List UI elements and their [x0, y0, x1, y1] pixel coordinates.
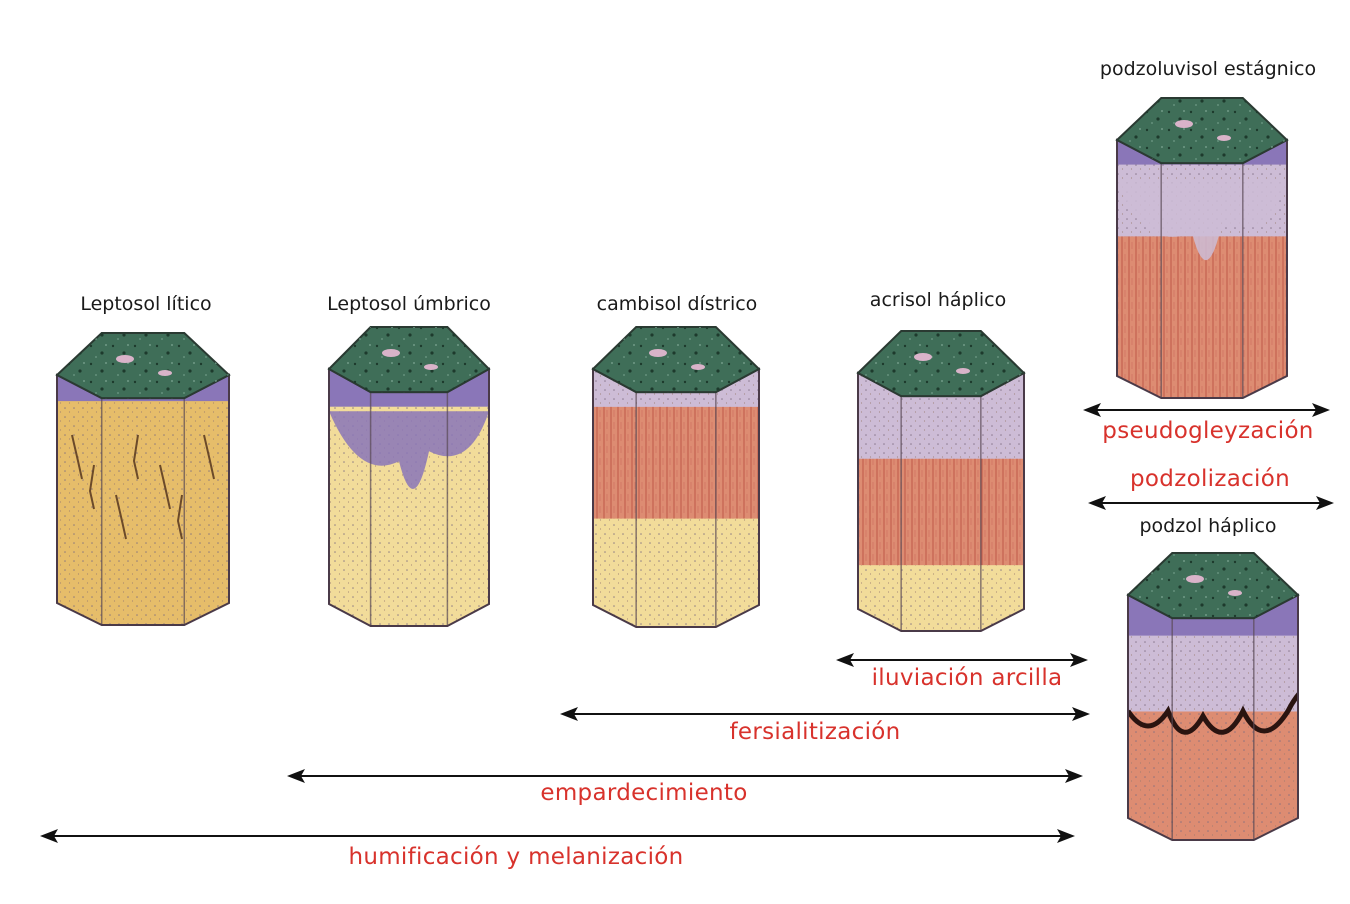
process-label-empardecimiento: empardecimiento — [540, 780, 748, 806]
soil-prism-leptosol-litico — [55, 332, 231, 626]
arrow-fersialitizacion — [560, 707, 1090, 721]
arrow-pseudogleyzacion — [1083, 403, 1330, 417]
soil-label-leptosol-umbrico: Leptosol úmbrico — [327, 293, 491, 315]
arrow-humificacion — [40, 829, 1075, 843]
process-label-podzolizacion: podzolización — [1130, 466, 1290, 492]
soil-prism-acrisol-haplico — [856, 330, 1026, 632]
arrow-iluviacion-arcilla — [836, 653, 1088, 667]
process-label-pseudogleyzacion: pseudogleyzación — [1102, 418, 1314, 444]
soil-label-podzoluvisol-estagnico: podzoluvisol estágnico — [1099, 58, 1317, 80]
soil-prism-podzol-haplico — [1126, 552, 1300, 841]
process-label-humificacion: humificación y melanización — [348, 844, 684, 870]
soil-prism-podzoluvisol-estagnico — [1115, 97, 1289, 399]
soil-prisms — [55, 97, 1300, 841]
soil-label-podzol-haplico: podzol háplico — [1139, 515, 1277, 537]
arrow-podzolizacion — [1088, 496, 1334, 510]
soil-label-cambisol-districo: cambisol dístrico — [596, 293, 758, 315]
arrow-empardecimiento — [287, 769, 1083, 783]
process-arrows — [40, 403, 1334, 843]
process-label-fersialitizacion: fersialitización — [729, 719, 901, 745]
soil-prism-cambisol-districo — [591, 326, 761, 628]
process-label-iluviacion-arcilla: iluviación arcilla — [871, 665, 1063, 691]
soil-label-leptosol-litico: Leptosol lítico — [80, 293, 212, 315]
soil-prism-leptosol-umbrico — [327, 326, 491, 627]
soil-label-acrisol-haplico: acrisol háplico — [869, 289, 1007, 311]
